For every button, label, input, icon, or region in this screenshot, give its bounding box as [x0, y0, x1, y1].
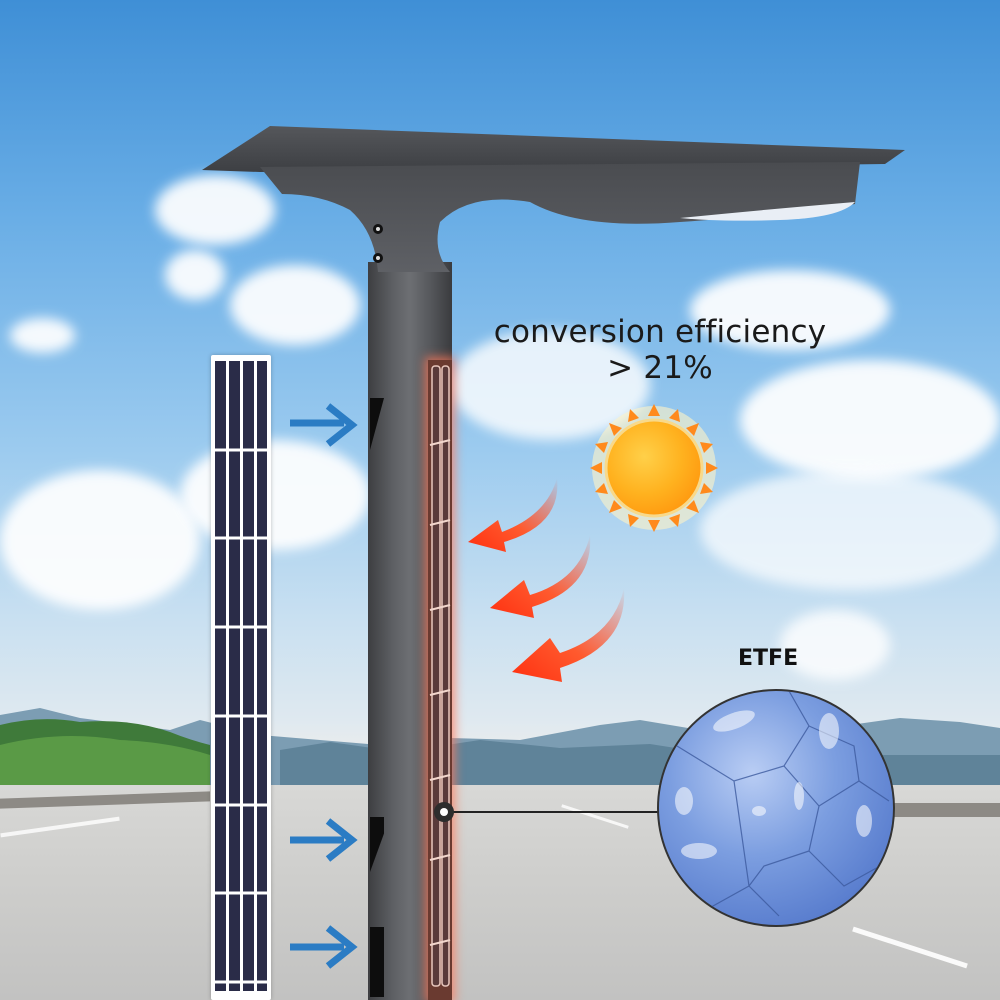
solar-panel-flat — [211, 355, 271, 1000]
cloud — [780, 610, 890, 680]
headline-line-1: conversion efficiency — [493, 314, 827, 350]
etfe-hex-pattern — [675, 691, 890, 917]
cloud — [0, 470, 200, 610]
solar-cell-grid — [211, 361, 271, 991]
lane-marking — [0, 816, 120, 838]
callout-line — [444, 811, 670, 813]
arrow-right-icon — [290, 403, 358, 447]
mount-slot — [370, 398, 384, 450]
cloud — [700, 470, 1000, 590]
etfe-label: ETFE — [738, 646, 799, 671]
lane-marking — [561, 804, 629, 829]
mount-slot — [370, 817, 384, 872]
curved-arrow-down-left-icon — [512, 588, 625, 682]
lamp-head — [202, 126, 905, 272]
guardrail — [0, 791, 210, 809]
lane-marking — [852, 926, 968, 969]
callout-point-icon — [434, 802, 454, 822]
curved-arrow-down-left-icon — [490, 535, 591, 618]
sun-icon — [590, 404, 718, 532]
cloud — [155, 175, 275, 245]
arrow-right-icon — [290, 818, 358, 862]
curved-arrow-down-left-icon — [468, 478, 558, 552]
cloud — [10, 318, 75, 353]
mount-slot — [370, 927, 384, 997]
cloud — [165, 250, 225, 300]
etfe-texture-magnifier — [657, 689, 895, 927]
guardrail — [890, 803, 1000, 817]
solar-cell-grid — [429, 365, 451, 987]
cloud — [180, 440, 370, 550]
cloud — [230, 265, 360, 345]
headline-line-2: > 21% — [607, 350, 713, 386]
cloud — [690, 270, 890, 350]
sunlight-arrows — [468, 478, 625, 682]
solar-panel-wrapped — [428, 360, 452, 1000]
cloud — [740, 360, 1000, 480]
arrow-right-icon — [290, 925, 358, 969]
efficiency-headline: conversion efficiency > 21% — [470, 314, 850, 386]
